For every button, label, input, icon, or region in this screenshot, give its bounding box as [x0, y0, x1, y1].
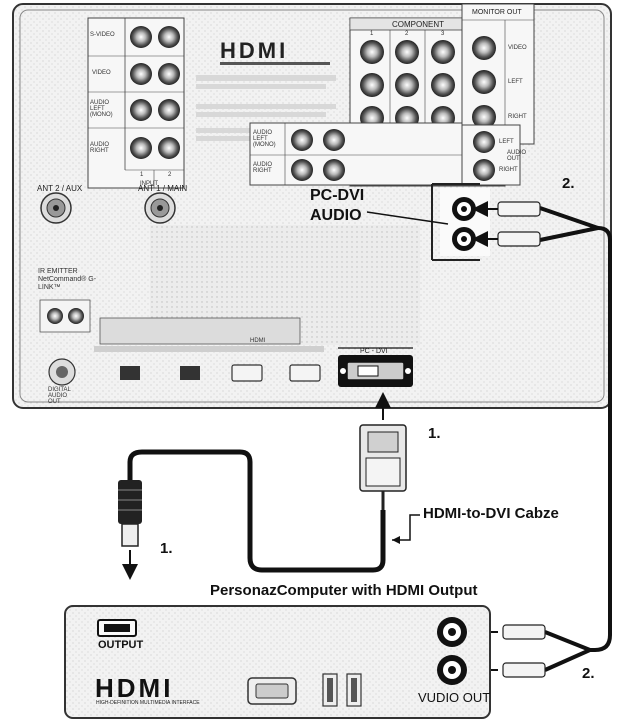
- computer-title: PersonazComputer with HDMI Output: [210, 582, 478, 599]
- hdmi-strip-label: HDMI: [250, 338, 265, 344]
- dvi-connector: [360, 400, 406, 510]
- pc-dvi-audio-label-line2: AUDIO: [310, 206, 362, 226]
- component-header: COMPONENT: [392, 20, 444, 29]
- callout-2-top: 2.: [562, 175, 575, 192]
- cable-label-pointer: [392, 515, 420, 544]
- audio-row-right: AUDIO RIGHT: [253, 162, 283, 174]
- audio-out-side: AUDIO OUT: [507, 150, 523, 162]
- monitor-out-right: RIGHT: [508, 114, 527, 120]
- monitor-out-video: VIDEO: [508, 45, 527, 51]
- side-row-left: LEFT: [499, 139, 514, 145]
- cable-label: HDMI-to-DVI Cabze: [423, 505, 559, 522]
- tv-left-row-svideo: S-VIDEO: [90, 32, 115, 38]
- audio-out-label: VUDIO OUT: [418, 690, 490, 705]
- pc-dvi-port-label: PC - DVI: [360, 348, 388, 355]
- component-col-2: 2: [405, 31, 408, 37]
- tv-left-row-audio-left: AUDIO LEFT (MONO): [90, 100, 124, 118]
- ant1-label: ANT 1 / MAIN: [138, 184, 187, 193]
- monitor-out-left: LEFT: [508, 79, 523, 85]
- monitor-out-block: MONITOR OUT: [462, 4, 534, 144]
- ir-emitter-label: IR EMITTER NetCommand® G-LINK™: [38, 268, 108, 292]
- computer-hdmi-logo: HDMI: [95, 673, 173, 703]
- callout-1-mid: 1.: [428, 425, 441, 442]
- component-col-3: 3: [441, 31, 444, 37]
- tv-hdmi-logo-text: HDMI: [220, 38, 288, 63]
- audio-row-left: AUDIO LEFT (MONO): [253, 130, 283, 148]
- tv-input-col-2: 2: [168, 172, 171, 178]
- pc-dvi-audio-label-line1: PC-DVI: [310, 186, 364, 206]
- callout-1-left: 1.: [160, 540, 173, 557]
- output-label: OUTPUT: [98, 639, 143, 651]
- side-row-right: RIGHT: [499, 167, 518, 173]
- monitor-out-header: MONITOR OUT: [472, 9, 522, 16]
- callout-2-bottom: 2.: [582, 665, 595, 682]
- tv-left-row-video: VIDEO: [92, 70, 111, 76]
- component-col-1: 1: [370, 31, 373, 37]
- tv-left-row-audio-right: AUDIO RIGHT: [90, 142, 124, 154]
- tv-input-col-1: 1: [140, 172, 143, 178]
- digital-audio-label: DIGITAL AUDIO OUT: [48, 387, 78, 405]
- ant2-label: ANT 2 / AUX: [37, 184, 82, 193]
- hdmi-plug: [118, 480, 142, 572]
- computer-hdmi-tagline: HIGH-DEFINITION MULTIMEDIA INTERFACE: [96, 700, 200, 706]
